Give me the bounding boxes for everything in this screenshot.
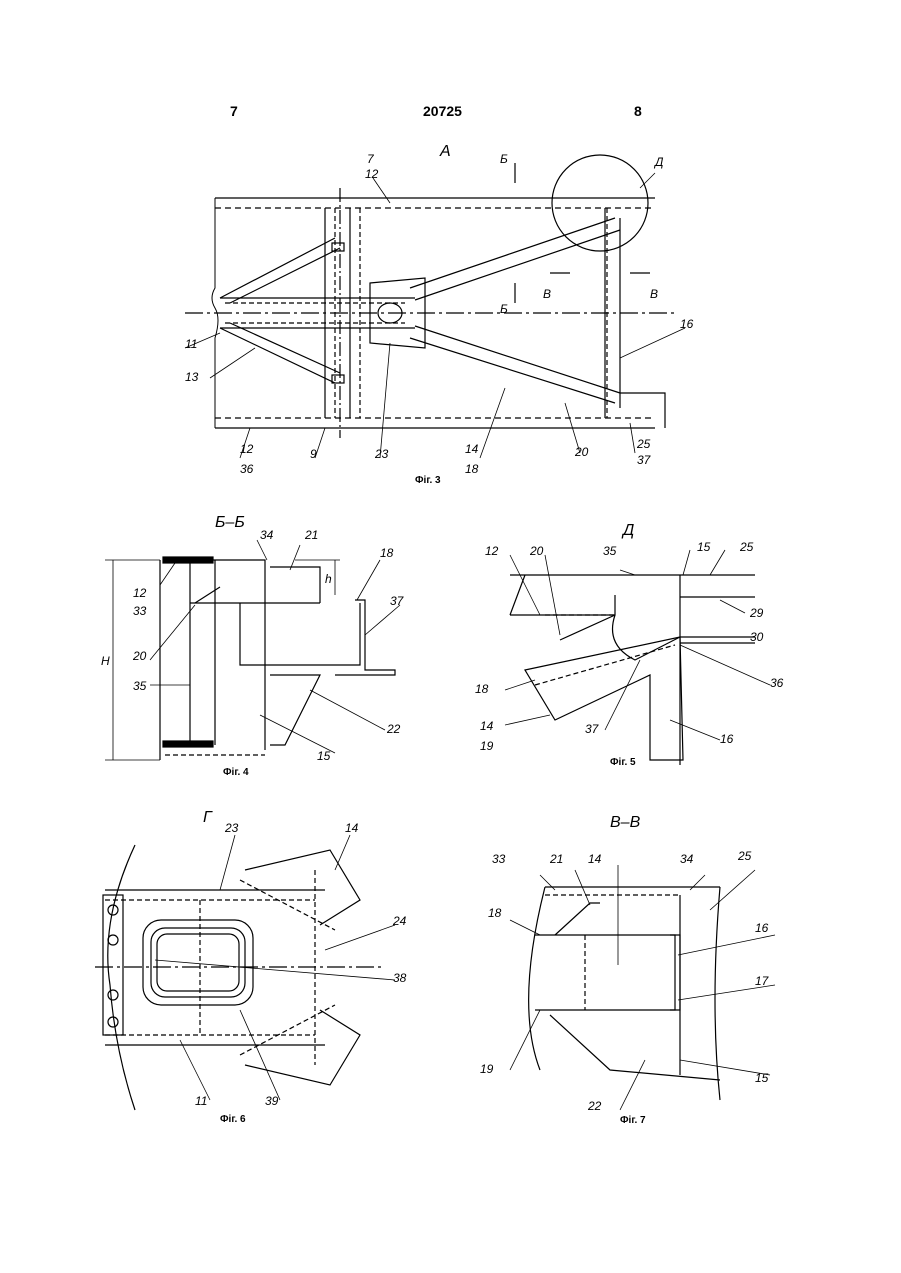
caption-fig6: Фіг. 6 (220, 1114, 246, 1125)
fig4-callout-33: 33 (133, 604, 147, 618)
callout-9: 9 (310, 447, 317, 461)
fig4-callout-h: h (325, 572, 332, 586)
fig5-callout-12: 12 (485, 544, 499, 558)
fig4-callout-37: 37 (390, 594, 405, 608)
fig7-callout-33: 33 (492, 852, 506, 866)
figure-4: Б–Б 34 21 18 h 37 12 33 H 20 35 22 15 Фі… (95, 505, 425, 785)
fig5-callout-30: 30 (750, 630, 764, 644)
fig5-callout-14: 14 (480, 719, 494, 733)
callout-18: 18 (465, 462, 479, 476)
fig4-callout-34: 34 (260, 528, 274, 542)
caption-fig3: Фіг. 3 (415, 475, 441, 486)
caption-fig7: Фіг. 7 (620, 1115, 646, 1126)
page-number-right: 8 (634, 103, 642, 119)
fig5-title: Д (621, 522, 634, 539)
callout-11: 11 (185, 337, 197, 351)
figure-6: Г 23 14 24 38 11 39 Фіг. 6 (95, 800, 425, 1130)
fig4-callout-22: 22 (386, 722, 401, 736)
callout-12-bottom: 12 (240, 442, 254, 456)
caption-fig5: Фіг. 5 (610, 757, 636, 768)
fig4-title: Б–Б (215, 514, 245, 531)
callout-7: 7 (367, 152, 375, 166)
fig6-title: Г (203, 809, 213, 826)
fig4-callout-12: 12 (133, 586, 147, 600)
fig4-callout-21: 21 (304, 528, 318, 542)
fig5-callout-36: 36 (770, 676, 784, 690)
fig5-callout-19: 19 (480, 739, 494, 753)
page-number-left: 7 (230, 103, 238, 119)
callout-37: 37 (637, 453, 652, 467)
figure-3: А 7 12 Б Б Д В В 11 13 16 12 36 9 23 14 … (175, 138, 695, 488)
callout-13: 13 (185, 370, 199, 384)
fig7-callout-19: 19 (480, 1062, 494, 1076)
fig5-callout-37: 37 (585, 722, 600, 736)
fig7-callout-17: 17 (755, 974, 770, 988)
callout-v1: В (543, 287, 551, 301)
figure-7: В–В 33 21 14 34 25 18 16 17 19 15 22 Фіг… (470, 805, 800, 1130)
fig4-callout-15: 15 (317, 749, 331, 763)
fig5-callout-15: 15 (697, 540, 711, 554)
fig4-callout-20: 20 (132, 649, 147, 663)
callout-20: 20 (574, 445, 589, 459)
callout-25: 25 (636, 437, 651, 451)
callout-16: 16 (680, 317, 694, 331)
view-label-a: А (439, 143, 451, 160)
callout-b1: Б (500, 152, 508, 166)
fig7-callout-34: 34 (680, 852, 694, 866)
fig7-callout-25: 25 (737, 849, 752, 863)
fig5-callout-16: 16 (720, 732, 734, 746)
fig7-title: В–В (610, 814, 641, 831)
fig6-callout-14: 14 (345, 821, 359, 835)
fig7-callout-16: 16 (755, 921, 769, 935)
fig7-callout-22: 22 (587, 1099, 602, 1113)
fig6-callout-39: 39 (265, 1094, 279, 1108)
callout-b2: Б (500, 302, 508, 316)
fig5-callout-20: 20 (529, 544, 544, 558)
callout-23: 23 (374, 447, 389, 461)
patent-number: 20725 (423, 103, 462, 119)
fig5-callout-18: 18 (475, 682, 489, 696)
fig7-callout-15: 15 (755, 1071, 769, 1085)
caption-fig4: Фіг. 4 (223, 767, 249, 778)
fig4-callout-18: 18 (380, 546, 394, 560)
fig5-callout-25: 25 (739, 540, 754, 554)
callout-36: 36 (240, 462, 254, 476)
fig5-callout-35: 35 (603, 544, 617, 558)
fig6-callout-24: 24 (392, 914, 407, 928)
fig7-callout-18: 18 (488, 906, 502, 920)
callout-12-top: 12 (365, 167, 379, 181)
fig7-callout-21: 21 (549, 852, 563, 866)
figure-5: Д 12 20 35 15 25 29 30 18 36 14 19 37 16… (465, 515, 795, 775)
callout-d: Д (653, 155, 664, 169)
fig4-callout-H: H (101, 654, 110, 668)
callout-v2: В (650, 287, 658, 301)
fig6-callout-38: 38 (393, 971, 407, 985)
fig5-callout-29: 29 (749, 606, 764, 620)
fig6-callout-11: 11 (195, 1094, 207, 1108)
callout-14: 14 (465, 442, 479, 456)
fig4-callout-35: 35 (133, 679, 147, 693)
fig7-callout-14: 14 (588, 852, 602, 866)
fig6-callout-23: 23 (224, 821, 239, 835)
